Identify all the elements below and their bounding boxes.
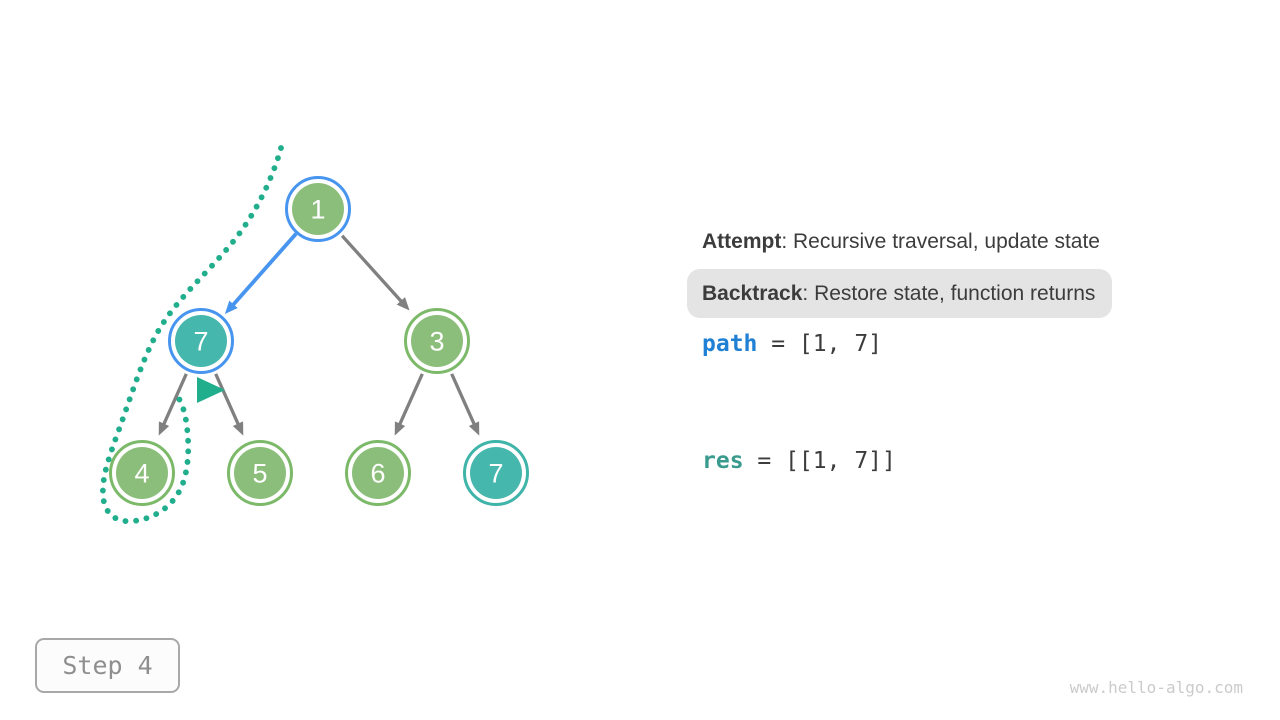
attempt-legend: Attempt: Recursive traversal, update sta… (702, 230, 1100, 254)
tree-node: 4 (109, 440, 175, 506)
attempt-label: Attempt (702, 230, 782, 253)
node-value: 5 (252, 459, 267, 489)
backtrack-text: : Restore state, function returns (802, 281, 1096, 305)
backtrack-trace-arrowhead-icon (197, 377, 225, 403)
node-value: 4 (134, 459, 149, 489)
path-variable-name: path (702, 331, 758, 357)
attempt-text: : Recursive traversal, update state (781, 230, 1100, 253)
node-fill (234, 447, 286, 499)
edge-arrowhead-icon (232, 421, 244, 436)
edge-arrowhead-icon (394, 421, 406, 436)
node-fill (411, 315, 463, 367)
tree-edge (214, 373, 241, 428)
node-value: 1 (310, 195, 325, 225)
tree-node: 6 (345, 440, 411, 506)
node-fill (116, 447, 168, 499)
watermark: www.hello-algo.com (1069, 678, 1243, 697)
res-variable-name: res (702, 448, 744, 474)
path-variable-line: path = [1, 7] (702, 331, 882, 357)
backtrack-trace-path (100, 145, 284, 525)
edge-arrowhead-icon (468, 421, 480, 436)
tree-node: 1 (285, 176, 351, 242)
node-value: 6 (370, 459, 385, 489)
node-fill (292, 183, 344, 235)
tree-node: 3 (404, 308, 470, 374)
tree-edge-active (230, 232, 298, 308)
res-variable-line: res = [[1, 7]] (702, 448, 896, 474)
node-value: 3 (429, 327, 444, 357)
node-value: 7 (488, 459, 503, 489)
res-variable-value: = [[1, 7]] (743, 448, 896, 474)
tree-node: 7 (463, 440, 529, 506)
edge-arrowhead-icon (224, 300, 238, 315)
node-fill (470, 447, 522, 499)
tree-edge (340, 234, 405, 305)
binary-tree-diagram: 1 7 3 4 5 6 7 (100, 145, 529, 525)
tree-node: 5 (227, 440, 293, 506)
edge-arrowhead-icon (396, 297, 410, 311)
backtrack-label: Backtrack (702, 281, 803, 305)
node-fill (175, 315, 227, 367)
backtrack-legend: Backtrack: Restore state, function retur… (687, 269, 1113, 318)
tree-edge (397, 373, 424, 428)
node-fill (352, 447, 404, 499)
edge-arrowhead-icon (158, 421, 170, 436)
node-value: 7 (193, 327, 208, 357)
tree-edge (161, 373, 188, 428)
tree-edge (450, 373, 477, 428)
tree-node: 7 (168, 308, 234, 374)
path-variable-value: = [1, 7] (757, 331, 883, 357)
step-badge: Step 4 (35, 638, 180, 693)
